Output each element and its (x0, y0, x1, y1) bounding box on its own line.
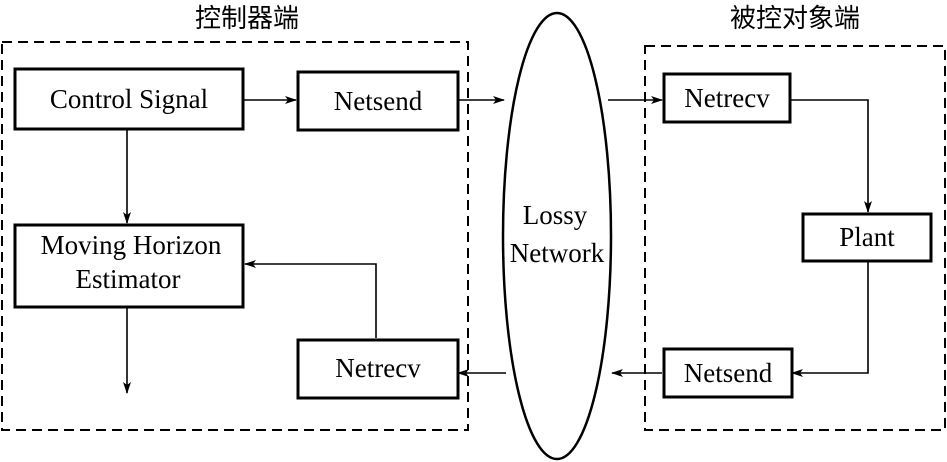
lossy-network-ellipse (501, 11, 613, 461)
netsend-controller-block (296, 70, 460, 132)
network-label-line2: Network (510, 238, 605, 268)
arrow-plant-to-netsend (791, 261, 869, 377)
estimator-label-line1: Moving Horizon (41, 230, 222, 260)
netrecv-plant-block (662, 72, 792, 124)
estimator-label-line2: Estimator (76, 264, 181, 294)
netrecv-controller-label: Netrecv (335, 353, 421, 383)
arrow-netrecv-to-plant (790, 99, 872, 213)
plant-label: Plant (839, 222, 895, 252)
netsend-plant-block (662, 347, 794, 399)
netsend-controller-label: Netsend (334, 86, 423, 116)
netrecv-controller-block (296, 338, 460, 400)
control-signal-label: Control Signal (50, 84, 208, 114)
arrow-netrecv-to-estimator (244, 260, 377, 338)
plant-block (801, 212, 933, 263)
moving-horizon-estimator-block (13, 223, 245, 309)
netrecv-plant-label: Netrecv (684, 83, 770, 113)
plant-side-group (644, 45, 946, 431)
controller-side-title: 控制器端 (195, 4, 299, 34)
plant-side-title: 被控对象端 (730, 4, 860, 34)
controller-side-group (1, 41, 469, 431)
control-signal-block (13, 67, 245, 131)
netsend-plant-label: Netsend (684, 358, 773, 388)
network-label-line1: Lossy (523, 200, 588, 230)
